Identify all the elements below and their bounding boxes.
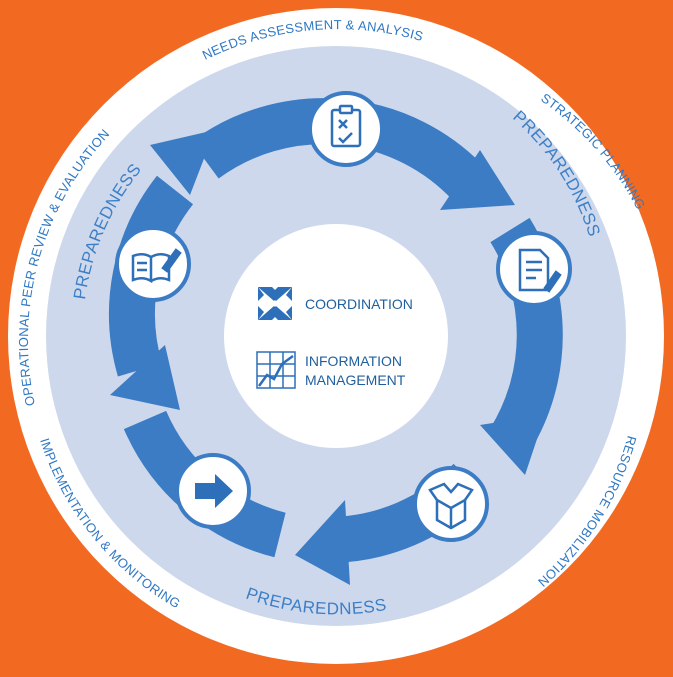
inward-arrows-icon [258,287,292,320]
center-disc [224,224,448,448]
stage-icon-book [115,226,191,302]
arrowhead-left-top [150,130,215,195]
stage-icon-box [413,466,489,542]
cycle-arrowheads [110,130,545,585]
arrowhead-right [480,415,545,475]
information-label-line1: INFORMATION [305,353,402,369]
open-box-icon [428,482,474,530]
stage-icon-document [496,231,572,307]
right-arrow-icon [195,474,233,508]
open-book-pen-icon [131,248,182,284]
arrowhead-bottom [295,500,350,585]
coordination-label: COORDINATION [305,296,413,312]
document-pen-icon [518,248,562,293]
line-chart-icon [256,351,296,389]
clipboard-checklist-icon [330,104,362,148]
arrowhead-left-bottom [110,345,180,410]
arrowhead-top-right [440,150,515,210]
information-label-line2: MANAGEMENT [305,372,406,388]
stage-icon-arrow [175,453,251,529]
stage-icon-clipboard [308,91,384,167]
